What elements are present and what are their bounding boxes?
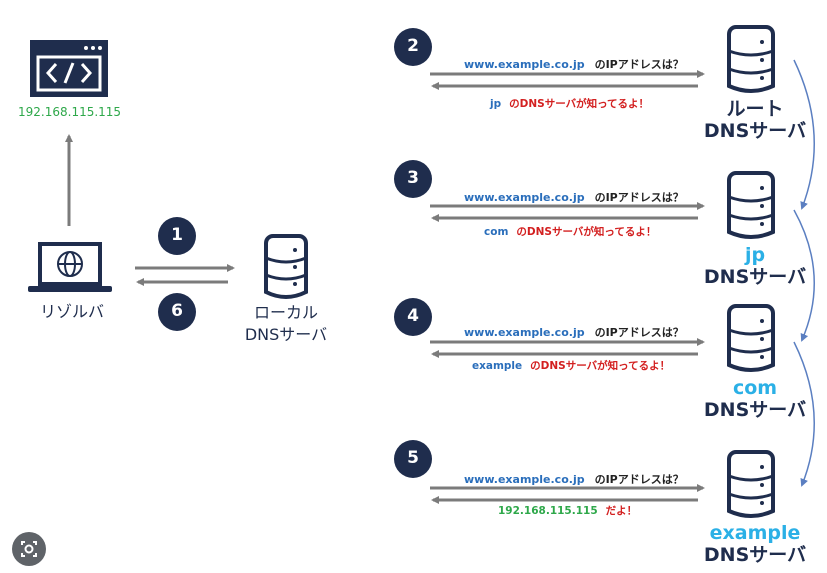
server-label-line1: jp: [744, 244, 766, 266]
query-url: www.example.co.jp: [464, 326, 585, 339]
answer-key: jp: [490, 98, 502, 110]
query-tail: のIPアドレスは？: [594, 326, 684, 339]
query-tail: のIPアドレスは？: [594, 58, 684, 71]
root-server-icon: [727, 25, 775, 93]
server-label-line2: DNSサーバ: [703, 399, 807, 421]
step-circle-4: [394, 298, 432, 336]
query-text-step4: www.example.co.jp のIPアドレスは？: [464, 324, 684, 340]
local-server-icon: [264, 234, 308, 299]
query-text-step3: www.example.co.jp のIPアドレスは？: [464, 189, 684, 205]
server-label-line2: DNSサーバ: [703, 266, 807, 288]
answer-tail: のDNSサーバが知ってるよ！: [509, 98, 650, 110]
example-server-label: example DNSサーバ: [700, 522, 810, 566]
step-circle-1: [158, 217, 196, 255]
google-lens-icon[interactable]: [12, 532, 46, 566]
answer-key: com: [484, 226, 509, 238]
query-url: www.example.co.jp: [464, 58, 585, 71]
server-label-line1: com: [732, 377, 778, 399]
jp-server-icon: [727, 171, 775, 239]
query-url: www.example.co.jp: [464, 191, 585, 204]
query-tail: のIPアドレスは？: [594, 473, 684, 486]
local-server-label-line1: ローカル: [253, 303, 318, 322]
step-circle-5: [394, 440, 432, 478]
step-circle-2: [394, 28, 432, 66]
server-label-line2: DNSサーバ: [703, 120, 807, 142]
local-server-label: ローカル DNSサーバ: [242, 302, 330, 346]
step-number-4: 4: [407, 306, 419, 326]
query-tail: のIPアドレスは？: [594, 191, 684, 204]
laptop-globe-icon: [28, 242, 112, 292]
server-label-line1: ルート: [726, 98, 784, 120]
answer-text-step4: example のDNSサーバが知ってるよ！: [472, 358, 670, 373]
jp-server-label: jp DNSサーバ: [700, 244, 810, 288]
step-number-6: 6: [171, 301, 183, 321]
query-url: www.example.co.jp: [464, 473, 585, 486]
step-number-2: 2: [407, 36, 419, 56]
query-text-step5: www.example.co.jp のIPアドレスは？: [464, 471, 684, 487]
com-server-icon: [727, 304, 775, 372]
answer-text-step2: jp のDNSサーバが知ってるよ！: [490, 96, 649, 111]
com-server-label: com DNSサーバ: [700, 377, 810, 421]
answer-text-step5: 192.168.115.115 だよ！: [498, 503, 637, 518]
resolver-label: リゾルバ: [40, 302, 105, 321]
answer-tail: だよ！: [605, 505, 638, 517]
answer-tail: のDNSサーバが知ってるよ！: [530, 360, 671, 372]
example-server-icon: [727, 450, 775, 518]
root-to-jp-curve: [793, 59, 815, 210]
server-label-line1: example: [709, 522, 801, 544]
answer-text-step3: com のDNSサーバが知ってるよ！: [484, 224, 656, 239]
step-number-3: 3: [407, 168, 419, 188]
step-number-1: 1: [171, 225, 183, 245]
answer-key: 192.168.115.115: [498, 505, 598, 517]
query-text-step2: www.example.co.jp のIPアドレスは？: [464, 56, 684, 72]
client-ip-label: 192.168.115.115: [18, 105, 122, 119]
server-label-line2: DNSサーバ: [703, 544, 807, 566]
step-circle-6: [158, 293, 196, 331]
code-window-icon: [30, 40, 108, 97]
root-server-label: ルート DNSサーバ: [700, 98, 810, 142]
answer-key: example: [472, 360, 523, 372]
local-server-label-line2: DNSサーバ: [244, 325, 328, 344]
step-circle-3: [394, 160, 432, 198]
com-to-example-curve: [793, 341, 815, 487]
step-number-5: 5: [407, 448, 419, 468]
answer-tail: のDNSサーバが知ってるよ！: [516, 226, 657, 238]
jp-to-com-curve: [793, 209, 815, 342]
